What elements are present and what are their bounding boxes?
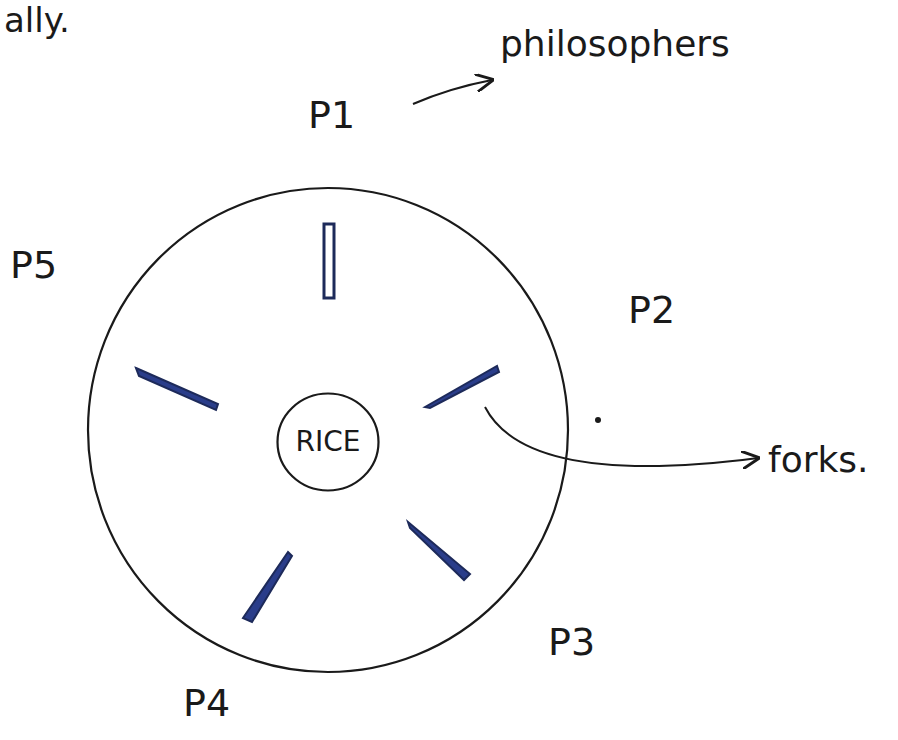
forks — [136, 224, 499, 622]
philosopher-label: P5 — [10, 245, 57, 287]
note-fragment: ally. — [4, 2, 70, 39]
table-circle — [88, 188, 568, 672]
leader-line — [485, 407, 758, 466]
rice-bowl: RICE — [276, 392, 380, 492]
node-text: RICE — [296, 427, 361, 458]
callout-label: philosophers — [500, 24, 730, 64]
callout-label: forks. — [768, 440, 869, 480]
philosopher-label: P4 — [183, 683, 230, 725]
philosopher-label: P2 — [628, 290, 675, 332]
leader-line — [413, 80, 492, 104]
philosopher-label: P1 — [308, 95, 355, 137]
ink-dot — [595, 417, 601, 423]
philosopher-label: P3 — [548, 622, 595, 664]
